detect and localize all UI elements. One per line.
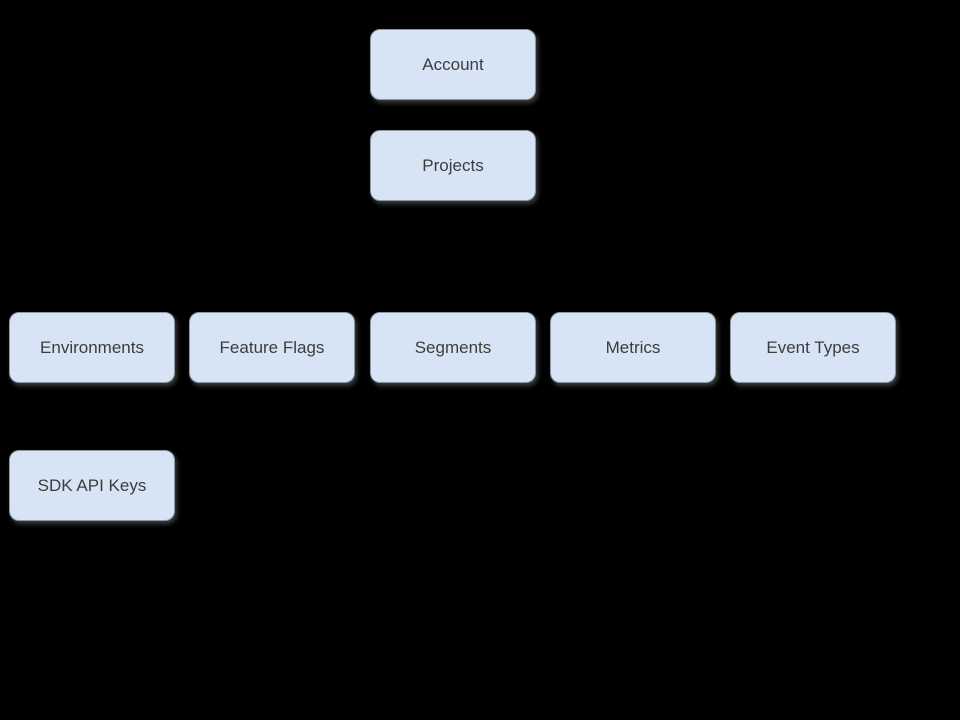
node-projects-label: Projects	[422, 156, 484, 175]
node-feature-flags: Feature Flags	[189, 312, 355, 383]
node-sdk-api-keys-label: SDK API Keys	[37, 476, 147, 495]
node-account-label: Account	[422, 55, 484, 74]
node-event-types: Event Types	[730, 312, 896, 383]
node-metrics: Metrics	[550, 312, 716, 383]
node-account: Account	[370, 29, 536, 100]
node-environments: Environments	[9, 312, 175, 383]
node-metrics-label: Metrics	[605, 338, 661, 357]
node-feature-flags-label: Feature Flags	[219, 338, 325, 357]
node-sdk-api-keys: SDK API Keys	[9, 450, 175, 521]
node-event-types-label: Event Types	[766, 338, 860, 357]
node-projects: Projects	[370, 130, 536, 201]
node-segments: Segments	[370, 312, 536, 383]
node-segments-label: Segments	[414, 338, 492, 357]
node-environments-label: Environments	[40, 338, 144, 357]
